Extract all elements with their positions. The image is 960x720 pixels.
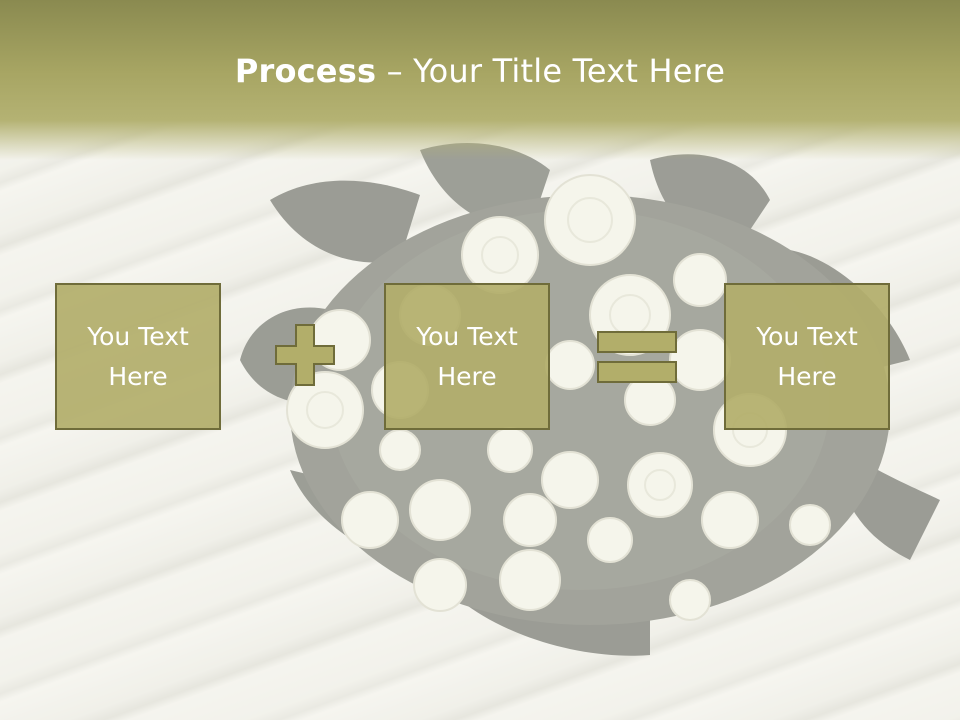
process-box-3-text: You Text Here xyxy=(756,321,858,391)
process-box-1[interactable]: You Text Here xyxy=(55,283,221,430)
title-band: Process – Your Title Text Here xyxy=(0,0,960,160)
process-box-2[interactable]: You Text Here xyxy=(384,283,550,430)
title-bold-part: Process xyxy=(234,52,377,90)
slide-title: Process – Your Title Text Here xyxy=(0,52,960,90)
process-box-3[interactable]: You Text Here xyxy=(724,283,890,430)
equals-icon xyxy=(597,331,677,383)
title-rest-part: – Your Title Text Here xyxy=(376,52,726,90)
process-box-2-text: You Text Here xyxy=(416,321,518,391)
plus-icon xyxy=(275,324,335,386)
process-box-1-text: You Text Here xyxy=(87,321,189,391)
